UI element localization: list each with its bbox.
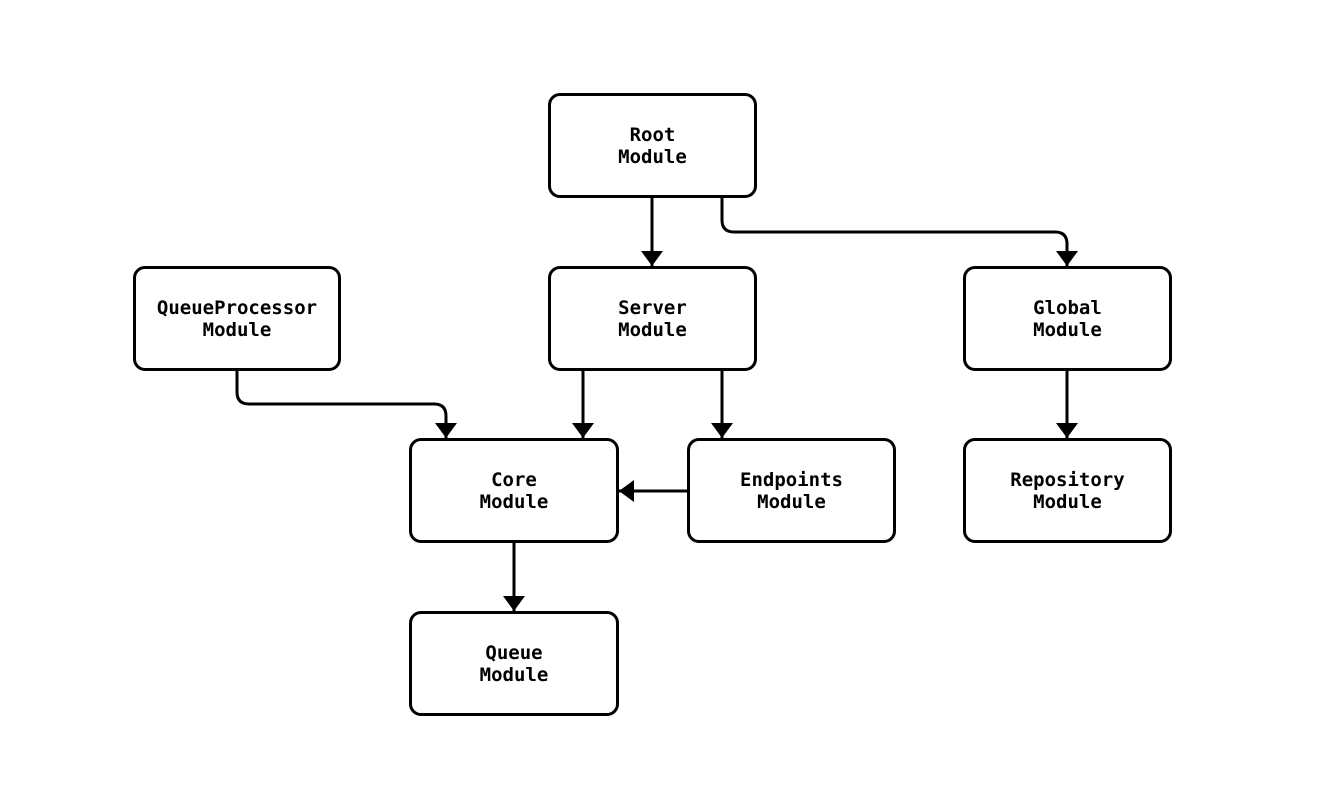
node-queue-processor: QueueProcessor Module — [133, 266, 341, 371]
node-global: Global Module — [963, 266, 1172, 371]
edge-root-to-global — [720, 198, 1078, 266]
node-queue: Queue Module — [409, 611, 619, 716]
node-label-server: Server Module — [618, 296, 687, 341]
node-core: Core Module — [409, 438, 619, 543]
node-label-root: Root Module — [618, 123, 687, 168]
node-endpoints: Endpoints Module — [687, 438, 896, 543]
node-repository: Repository Module — [963, 438, 1172, 543]
node-root: Root Module — [548, 93, 757, 198]
edge-queue-processor-to-core — [235, 371, 457, 438]
node-label-global: Global Module — [1033, 296, 1102, 341]
node-server: Server Module — [548, 266, 757, 371]
node-label-endpoints: Endpoints Module — [740, 468, 843, 513]
node-label-queue: Queue Module — [479, 641, 549, 686]
node-label-queue-processor: QueueProcessor Module — [156, 296, 318, 341]
node-label-core: Core Module — [479, 468, 549, 513]
node-label-repository: Repository Module — [1010, 468, 1125, 513]
